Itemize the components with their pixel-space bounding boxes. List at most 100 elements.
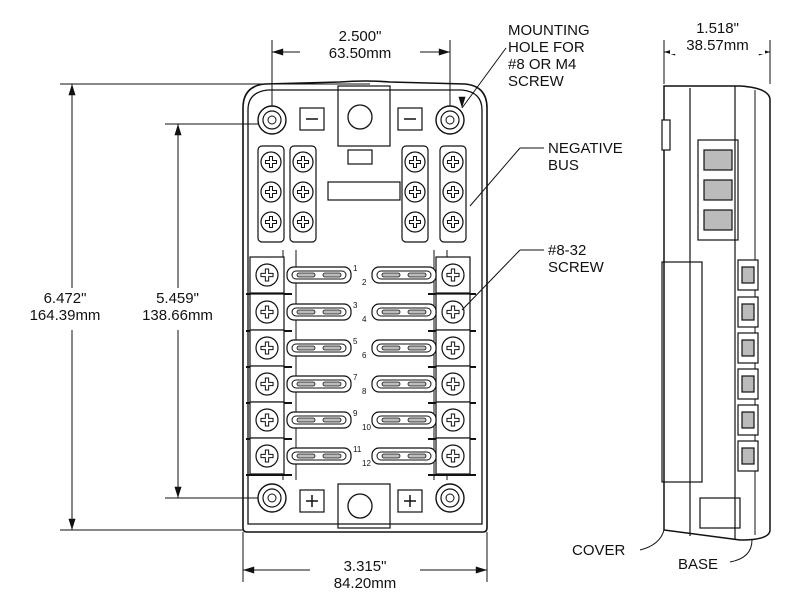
arrowhead bbox=[68, 518, 76, 530]
negative-bus-screw bbox=[442, 211, 464, 233]
cross-icon bbox=[265, 156, 277, 168]
fuse-number: 10 bbox=[362, 423, 371, 432]
cross-icon bbox=[446, 268, 460, 282]
fuse-slot-3-blade bbox=[296, 309, 316, 315]
cross-icon bbox=[260, 341, 274, 355]
cross-icon bbox=[260, 305, 274, 319]
cross-icon bbox=[297, 156, 309, 168]
terminal-screw-left bbox=[255, 300, 279, 324]
callout-negative-bus: NEGATIVE BUS bbox=[548, 140, 623, 174]
dim-hole-height: 5.459" 138.66mm bbox=[125, 290, 230, 324]
fuse-slot-9-blade bbox=[296, 417, 316, 423]
fuse-slot-9-inner bbox=[291, 415, 347, 425]
cross-icon bbox=[447, 216, 459, 228]
cross-icon bbox=[265, 186, 277, 198]
fuse-number: 6 bbox=[362, 351, 367, 360]
fuse-slot-4-blade bbox=[381, 309, 401, 315]
side-view-bus-terminal bbox=[703, 149, 733, 171]
fuse-number: 4 bbox=[362, 315, 367, 324]
side-view-clip bbox=[661, 119, 671, 151]
fuse-slot-9-blade bbox=[322, 417, 342, 423]
arrowhead bbox=[458, 96, 466, 108]
cross-icon bbox=[447, 156, 459, 168]
fuse-number: 7 bbox=[353, 373, 358, 382]
fuse-slot-12-blade bbox=[381, 453, 401, 459]
negative-bus-screw bbox=[292, 211, 314, 233]
callout-base: BASE bbox=[678, 556, 719, 573]
dim-hole-height-inch: 5.459" bbox=[156, 290, 199, 307]
negative-bus-screw bbox=[404, 211, 426, 233]
negative-bus-screw bbox=[404, 181, 426, 203]
fuse-block-cover-edge bbox=[247, 89, 483, 525]
side-view-bus-section bbox=[697, 139, 739, 241]
arrowhead bbox=[174, 124, 182, 136]
negative-bus-screw bbox=[260, 151, 282, 173]
side-view-terminal-screw bbox=[741, 411, 755, 429]
dim-side-depth: 1.518" 38.57mm bbox=[670, 20, 765, 54]
indicator-window bbox=[347, 149, 373, 165]
fuse-slot-8-blade bbox=[381, 381, 401, 387]
side-view-post bbox=[699, 497, 741, 529]
mounting-hole-bottom-right-bore bbox=[445, 493, 455, 503]
fuse-slot-2-inner bbox=[376, 270, 432, 280]
terminal-screw-left bbox=[255, 336, 279, 360]
fuse-slot-12-blade bbox=[407, 453, 427, 459]
side-view-bus-terminal bbox=[703, 179, 733, 201]
dim-overall-height-mm: 164.39mm bbox=[29, 307, 101, 324]
negative-bus-screw bbox=[292, 181, 314, 203]
cross-icon bbox=[260, 413, 274, 427]
fuse-slot-6-blade bbox=[407, 345, 427, 351]
cross-icon bbox=[297, 216, 309, 228]
fuse-slot-1-inner bbox=[291, 270, 347, 280]
side-view-terminal-screw bbox=[741, 339, 755, 357]
mounting-hole-top-right bbox=[435, 105, 465, 135]
cross-icon bbox=[265, 216, 277, 228]
dim-side-depth-mm: 38.57mm bbox=[686, 37, 749, 54]
fuse-slot-11-inner bbox=[291, 451, 347, 461]
fuse-slot-1-blade bbox=[322, 272, 342, 278]
negative-bus-screw bbox=[260, 181, 282, 203]
cross-icon bbox=[447, 186, 459, 198]
dim-bottom-width-mm: 84.20mm bbox=[333, 575, 397, 592]
leader-mounting-hole bbox=[461, 47, 507, 109]
fuse-slot-11-blade bbox=[322, 453, 342, 459]
fuse-slot-5-blade bbox=[322, 345, 342, 351]
leader-cover bbox=[639, 529, 665, 551]
fuse-slot-12-inner bbox=[376, 451, 432, 461]
mounting-hole-bottom-right bbox=[435, 483, 465, 513]
leader-base bbox=[729, 539, 753, 563]
side-view-terminal-screw bbox=[741, 375, 755, 393]
cross-icon bbox=[409, 156, 421, 168]
fuse-slot-4-inner bbox=[376, 307, 432, 317]
side-view-fuse-recess bbox=[661, 261, 703, 483]
fuse-slot-10-blade bbox=[381, 417, 401, 423]
cross-icon bbox=[260, 449, 274, 463]
terminal-screw-right bbox=[441, 372, 465, 396]
dim-bottom-width-inch: 3.315" bbox=[343, 558, 387, 575]
fuse-slot-1-blade bbox=[296, 272, 316, 278]
terminal-screw-right bbox=[441, 336, 465, 360]
fuse-slot-3-inner bbox=[291, 307, 347, 317]
fuse-slot-8-inner bbox=[376, 379, 432, 389]
center-stud-bottom bbox=[347, 493, 373, 519]
mounting-hole-top-right-bore bbox=[445, 115, 455, 125]
fuse-slot-4-blade bbox=[407, 309, 427, 315]
cross-icon bbox=[446, 341, 460, 355]
mounting-hole-bottom-right-inner bbox=[440, 488, 460, 508]
fuse-number: 9 bbox=[353, 409, 358, 418]
dim-overall-height: 6.472" 164.39mm bbox=[10, 290, 120, 324]
fuse-number: 11 bbox=[353, 445, 362, 454]
fuse-slot-6-inner bbox=[376, 343, 432, 353]
fuse-slot-8-blade bbox=[407, 381, 427, 387]
mounting-hole-bottom-left-inner bbox=[262, 488, 282, 508]
fuse-slot-10-inner bbox=[376, 415, 432, 425]
terminal-screw-right bbox=[441, 408, 465, 432]
cross-icon bbox=[260, 268, 274, 282]
arrowhead bbox=[68, 84, 76, 96]
dim-overall-height-inch: 6.472" bbox=[43, 290, 87, 307]
mounting-hole-top-right-inner bbox=[440, 110, 460, 130]
center-post-bottom bbox=[337, 483, 391, 529]
arrowhead bbox=[243, 566, 255, 574]
